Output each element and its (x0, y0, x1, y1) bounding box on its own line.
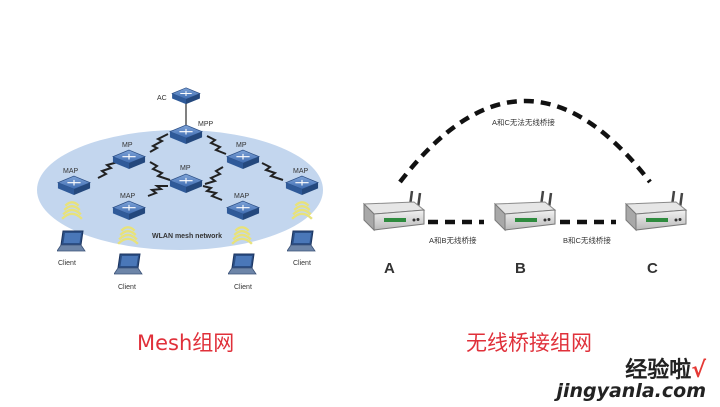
node-c-label: C (647, 260, 658, 277)
ac-label: AC (157, 95, 167, 102)
ac-controller-icon (171, 87, 201, 105)
mesh-caption: Mesh组网 (137, 331, 235, 355)
map-label-left: MAP (120, 193, 136, 200)
map-label-far-left: MAP (63, 168, 79, 175)
mp-label-left: MP (122, 142, 133, 149)
watermark: 经验啦√ jingyanla.com (556, 352, 706, 402)
map-label-far-right: MAP (293, 168, 309, 175)
mp-label-center: MP (180, 165, 191, 172)
watermark-url: jingyanla.com (556, 380, 706, 402)
bc-link-label: B和C无线桥接 (563, 235, 611, 245)
ab-link-label: A和B无线桥接 (429, 235, 477, 245)
bridge-caption: 无线桥接组网 (466, 331, 592, 355)
node-a-label: A (384, 260, 395, 277)
checkmark-icon: √ (691, 358, 706, 383)
map-label-right: MAP (234, 193, 250, 200)
client-label: Client (293, 260, 311, 267)
client-label: Client (118, 284, 136, 291)
wlan-mesh-network-label: WLAN mesh network (152, 233, 222, 240)
client-laptop-icon (228, 253, 257, 275)
mpp-label: MPP (198, 121, 214, 128)
node-b-label: B (515, 260, 526, 277)
mp-label-right: MP (236, 142, 247, 149)
router-c-icon (624, 190, 688, 232)
client-laptop-icon (287, 230, 316, 252)
client-label: Client (234, 284, 252, 291)
router-b-icon (493, 190, 557, 232)
client-laptop-icon (57, 230, 86, 252)
client-laptop-icon (114, 253, 143, 275)
ac-link-label: A和C无法无线桥接 (492, 117, 555, 127)
mesh-wireless-links (97, 133, 284, 201)
router-a-icon (362, 190, 426, 232)
client-label: Client (58, 260, 76, 267)
ac-link-dashed-arc (398, 98, 652, 184)
watermark-title: 经验啦 (625, 358, 692, 383)
